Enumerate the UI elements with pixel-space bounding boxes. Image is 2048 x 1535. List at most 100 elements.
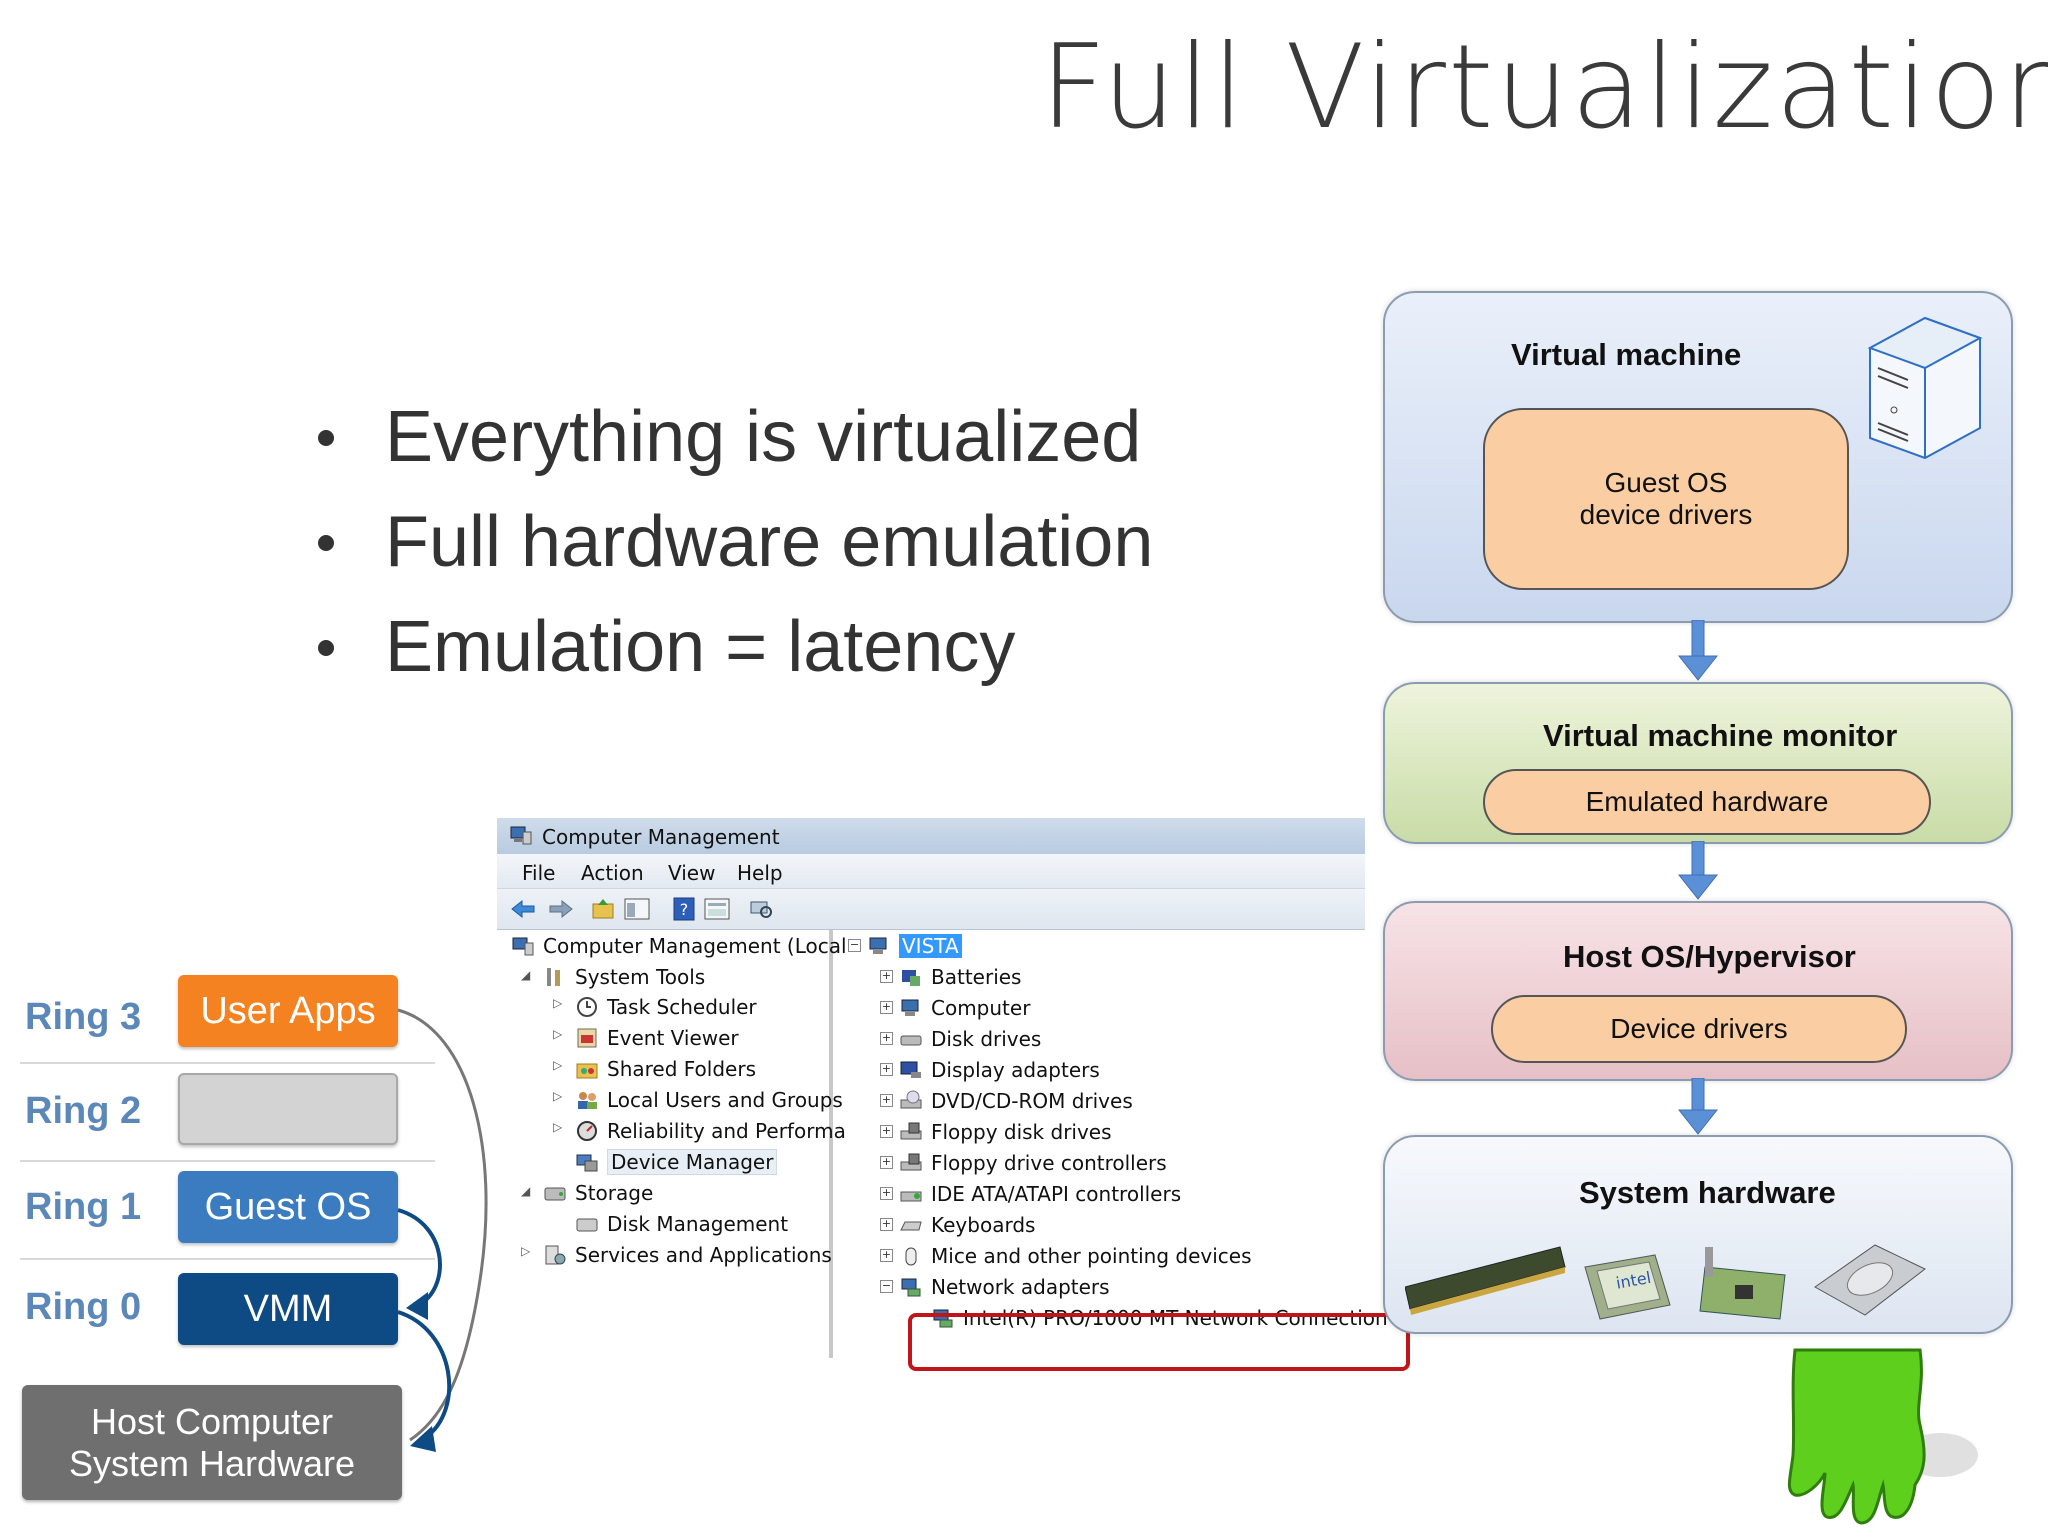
device-label: DVD/CD-ROM drives	[931, 1089, 1133, 1113]
tree-item-label: Task Scheduler	[607, 995, 757, 1019]
expand-arrow-icon[interactable]: ▷	[553, 1058, 563, 1072]
tree-item-event-viewer[interactable]: Event Viewer	[575, 1024, 739, 1052]
server-tower-icon	[1867, 316, 1983, 460]
menu-action[interactable]: Action	[581, 861, 644, 885]
expand-box-icon[interactable]: +	[880, 1217, 893, 1231]
computer-management-icon	[510, 826, 532, 845]
system-hardware-layer: System hardware intel	[1383, 1135, 2013, 1334]
expand-box-icon[interactable]: +	[880, 1062, 893, 1076]
expand-box-icon[interactable]: +	[880, 1031, 893, 1045]
tree-item-label: Local Users and Groups	[607, 1088, 843, 1112]
tree-item-task-scheduler[interactable]: Task Scheduler	[575, 993, 757, 1021]
ring-trap-arrows	[397, 1008, 488, 1452]
device-label: Floppy disk drives	[931, 1120, 1112, 1144]
menu-file[interactable]: File	[522, 861, 556, 885]
tree-item-device-manager[interactable]: Device Manager	[575, 1148, 778, 1176]
properties-icon[interactable]	[703, 896, 731, 922]
help-icon[interactable]: ?	[670, 896, 698, 922]
expand-arrow-icon[interactable]: ▷	[553, 1027, 563, 1041]
device-category-keyboards[interactable]: Keyboards	[899, 1211, 1035, 1239]
collapse-arrow-icon[interactable]: ◢	[521, 1184, 531, 1198]
expand-box-icon[interactable]: +	[880, 1093, 893, 1107]
guest-os-to-vmm-arrow	[397, 1208, 442, 1307]
expand-arrow-icon[interactable]: ▷	[553, 1120, 563, 1134]
bullet-text: Everything is virtualized	[385, 397, 1142, 477]
scan-hardware-icon[interactable]	[747, 896, 775, 922]
collapse-box-icon[interactable]: −	[848, 938, 861, 952]
disk-drive-icon	[900, 1035, 922, 1046]
ring-3-label: Ring 3	[25, 996, 142, 1038]
window-title: Computer Management	[542, 825, 780, 849]
device-category-floppy-disk-drives[interactable]: Floppy disk drives	[899, 1118, 1112, 1146]
tree-item-label: Reliability and Performa	[607, 1119, 846, 1143]
performance-icon	[577, 1121, 597, 1141]
device-category-floppy-drive-controllers[interactable]: Floppy drive controllers	[899, 1149, 1167, 1177]
expand-box-icon[interactable]: +	[880, 1248, 893, 1262]
ring-0-label: Ring 0	[25, 1286, 142, 1328]
dvd-drive-icon	[900, 1090, 922, 1109]
device-label: Network adapters	[931, 1275, 1110, 1299]
expand-box-icon[interactable]: +	[880, 1186, 893, 1200]
floppy-drive-icon	[900, 1122, 922, 1140]
expand-box-icon[interactable]: +	[880, 1000, 893, 1014]
network-adapter-intel-pro-1000[interactable]: Intel(R) PRO/1000 MT Network Connection	[931, 1304, 1388, 1332]
device-category-network-adapters[interactable]: Network adapters	[899, 1273, 1110, 1301]
bullet-dot-icon	[318, 640, 334, 656]
tree-item-label: Device Manager	[607, 1149, 778, 1175]
device-root-vista[interactable]: VISTA	[867, 932, 962, 960]
bullet-text: Emulation = latency	[385, 607, 1016, 687]
system-hardware-title: System hardware	[1579, 1175, 1836, 1210]
expand-box-icon[interactable]: +	[880, 969, 893, 983]
services-icon	[545, 1245, 566, 1265]
device-category-dvd-cd-rom-drives[interactable]: DVD/CD-ROM drives	[899, 1087, 1133, 1115]
tree-item-shared-folders[interactable]: Shared Folders	[575, 1055, 756, 1083]
up-folder-icon[interactable]	[589, 896, 617, 922]
emulated-hardware-box: Emulated hardware	[1483, 769, 1931, 835]
expand-arrow-icon[interactable]: ▷	[521, 1244, 531, 1258]
computer-management-window: Computer Management File Action View Hel…	[497, 818, 1388, 1358]
collapse-arrow-icon[interactable]: ◢	[521, 968, 531, 982]
bullet-text: Full hardware emulation	[385, 502, 1154, 582]
window-titlebar[interactable]: Computer Management	[497, 818, 1365, 854]
tree-item-local-users-and-groups[interactable]: Local Users and Groups	[575, 1086, 843, 1114]
toolbar: ?	[497, 889, 1365, 930]
expand-box-icon[interactable]: +	[880, 1124, 893, 1138]
collapse-box-icon[interactable]: −	[880, 1279, 893, 1293]
device-category-display-adapters[interactable]: Display adapters	[899, 1056, 1100, 1084]
tree-item-services-and-applications[interactable]: Services and Applications	[543, 1241, 832, 1269]
back-icon[interactable]	[509, 896, 537, 922]
tree-item-label: Computer Management (Local	[543, 934, 847, 958]
ring-2-empty-box	[178, 1073, 398, 1145]
show-hide-tree-icon[interactable]	[623, 896, 651, 922]
menu-view[interactable]: View	[668, 861, 716, 885]
device-category-ide-controllers[interactable]: IDE ATA/ATAPI controllers	[899, 1180, 1181, 1208]
tree-item-storage[interactable]: Storage	[543, 1179, 653, 1207]
tree-item-computer-management[interactable]: Computer Management (Local	[511, 932, 847, 960]
tree-item-reliability-and-performance[interactable]: Reliability and Performa	[575, 1117, 846, 1145]
system-tools-icon	[547, 968, 560, 986]
expand-arrow-icon[interactable]: ▷	[553, 1089, 563, 1103]
network-adapter-icon	[901, 1278, 921, 1297]
mouse-icon	[905, 1247, 917, 1266]
device-category-batteries[interactable]: Batteries	[899, 963, 1021, 991]
menu-help[interactable]: Help	[737, 861, 783, 885]
ram-module-icon	[1405, 1246, 1566, 1315]
forward-icon[interactable]	[547, 896, 575, 922]
computer-icon	[869, 937, 887, 954]
device-category-mice[interactable]: Mice and other pointing devices	[899, 1242, 1252, 1270]
bullet-dot-icon	[318, 430, 334, 446]
users-icon	[578, 1092, 597, 1109]
expand-arrow-icon[interactable]: ▷	[553, 996, 563, 1010]
device-category-computer[interactable]: Computer	[899, 994, 1030, 1022]
ide-controller-icon	[900, 1191, 922, 1202]
ring-separator	[20, 1258, 435, 1260]
network-card-icon	[1699, 1247, 1786, 1320]
tree-item-label: Disk Management	[607, 1212, 789, 1236]
tree-item-system-tools[interactable]: System Tools	[543, 963, 705, 991]
arrowhead-icon	[410, 1426, 436, 1452]
host-os-hypervisor-layer: Host OS/Hypervisor Device drivers	[1383, 901, 2013, 1081]
expand-box-icon[interactable]: +	[880, 1155, 893, 1169]
ring-1-label: Ring 1	[25, 1186, 142, 1228]
tree-item-disk-management[interactable]: Disk Management	[575, 1210, 788, 1238]
device-category-disk-drives[interactable]: Disk drives	[899, 1025, 1041, 1053]
